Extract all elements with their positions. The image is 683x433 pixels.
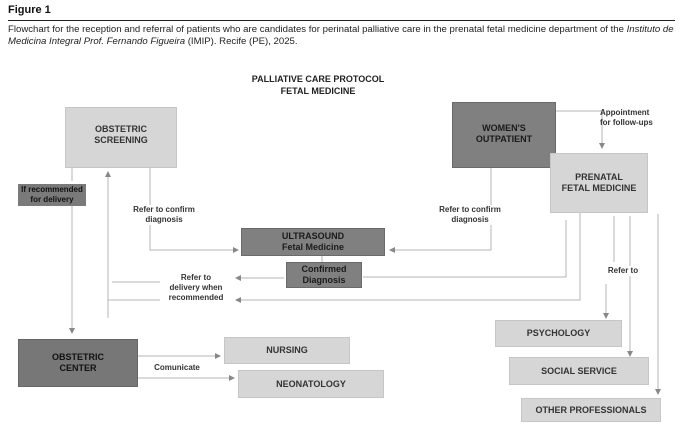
label-appointment: Appointment for follow-ups: [600, 108, 676, 128]
social-service-label: SOCIAL SERVICE: [541, 365, 617, 376]
refer-to-text: Refer to: [607, 266, 639, 275]
neonatology-label: NEONATOLOGY: [276, 378, 346, 389]
if-recommended-line1: If recommended: [21, 185, 83, 194]
refer-delivery-line1: Refer to: [180, 273, 212, 282]
label-refer-to: Refer to: [598, 266, 648, 276]
node-neonatology: NEONATOLOGY: [238, 370, 384, 398]
caption-tail: (IMIP). Recife (PE), 2025.: [185, 36, 298, 47]
edge-outpatient-to-ultrasound: [389, 168, 492, 253]
edge-prenatal-to-delivery-referral: [235, 213, 581, 303]
obstetric-center-line1: OBSTETRIC: [51, 352, 104, 362]
ultrasound-line1: ULTRASOUND: [281, 231, 345, 241]
if-recommended-line2: for delivery: [30, 195, 74, 204]
appointment-line1: Appointment: [600, 108, 650, 117]
womens-outpatient-line2: OUTPATIENT: [475, 134, 533, 144]
edge-screening-to-ultrasound: [149, 168, 239, 253]
figure-label: Figure 1: [8, 4, 51, 16]
obstetric-screening-line1: OBSTETRIC: [94, 124, 147, 134]
caption-rule: [8, 20, 675, 21]
obstetric-screening-line2: SCREENING: [94, 135, 148, 145]
refer-delivery-line3: recommended: [168, 293, 224, 302]
label-comunicate: Comunicate: [148, 363, 206, 373]
edge-confirmed-to-prenatal: [363, 220, 567, 278]
label-if-recommended: If recommended for delivery: [18, 184, 86, 206]
diagram-title-line1: PALLIATIVE CARE PROTOCOL: [251, 74, 385, 84]
node-other-professionals: OTHER PROFESSIONALS: [521, 398, 661, 422]
womens-outpatient-line1: WOMEN'S: [482, 123, 526, 133]
refer-confirm-left-line2: diagnosis: [145, 215, 183, 224]
label-refer-confirm-right: Refer to confirm diagnosis: [422, 205, 518, 225]
psychology-label: PSYCHOLOGY: [526, 328, 591, 338]
label-refer-delivery: Refer to delivery when recommended: [160, 273, 232, 303]
node-nursing: NURSING: [224, 337, 350, 364]
refer-confirm-right-line2: diagnosis: [451, 215, 489, 224]
label-refer-confirm-left: Refer to confirm diagnosis: [116, 205, 212, 225]
caption-text: Flowchart for the reception and referral…: [8, 24, 627, 35]
ultrasound-line2: Fetal Medicine: [281, 242, 344, 252]
appointment-line2: for follow-ups: [600, 118, 653, 127]
caption-institute: Instituto de Medicina Integral Prof. Fer…: [8, 24, 674, 47]
refer-confirm-left-line1: Refer to confirm: [133, 205, 195, 214]
prenatal-line2: FETAL MEDICINE: [561, 183, 637, 193]
confirmed-line2: Diagnosis: [302, 275, 346, 285]
other-professionals-label: OTHER PROFESSIONALS: [535, 404, 647, 415]
diagram-title: PALLIATIVE CARE PROTOCOL FETAL MEDICINE: [248, 73, 388, 97]
refer-confirm-right-line1: Refer to confirm: [439, 205, 501, 214]
refer-delivery-line2: delivery when: [169, 283, 223, 292]
nursing-label: NURSING: [266, 345, 308, 355]
diagram-title-line2: FETAL MEDICINE: [280, 86, 356, 96]
obstetric-center-line2: CENTER: [59, 363, 97, 373]
prenatal-line1: PRENATAL: [575, 172, 623, 182]
node-psychology: PSYCHOLOGY: [495, 320, 622, 347]
figure-caption: Flowchart for the reception and referral…: [8, 24, 678, 48]
node-social-service: SOCIAL SERVICE: [509, 357, 649, 385]
confirmed-line1: Confirmed: [301, 264, 347, 274]
comunicate-text: Comunicate: [154, 363, 200, 372]
